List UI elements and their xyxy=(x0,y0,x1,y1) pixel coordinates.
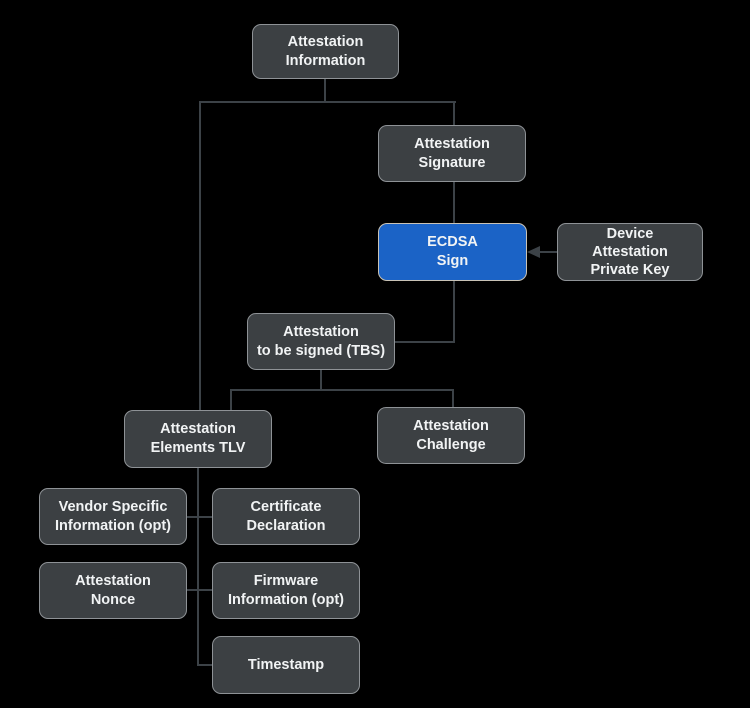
connector-signature-to-ecdsa xyxy=(453,182,455,223)
node-device-attestation-private-key: Device Attestation Private Key xyxy=(557,223,703,281)
connector-info-to-branch xyxy=(324,79,326,102)
node-attestation-to-be-signed: Attestation to be signed (TBS) xyxy=(247,313,395,370)
node-attestation-challenge: Attestation Challenge xyxy=(377,407,525,464)
connector-to-elements-tlv xyxy=(230,390,232,410)
connector-to-challenge xyxy=(452,390,454,407)
node-certificate-declaration: Certificate Declaration xyxy=(212,488,360,545)
connector-to-signature xyxy=(453,101,455,125)
connector-row2-stub xyxy=(187,589,212,591)
node-attestation-elements-tlv: Attestation Elements TLV xyxy=(124,410,272,468)
connector-elements-spine xyxy=(197,468,199,666)
connector-top-branch xyxy=(199,101,456,103)
arrow-left-icon xyxy=(527,246,540,258)
node-attestation-signature: Attestation Signature xyxy=(378,125,526,182)
connector-tbs-bottom xyxy=(320,370,322,390)
connector-row1-stub xyxy=(187,516,212,518)
node-attestation-nonce: Attestation Nonce xyxy=(39,562,187,619)
connector-ecdsa-to-tbs-elbow xyxy=(453,281,455,342)
connector-timestamp-bend xyxy=(197,664,212,666)
connector-private-key-arrow-shaft xyxy=(540,251,557,253)
node-ecdsa-sign: ECDSA Sign xyxy=(378,223,527,281)
connector-left-spine xyxy=(199,101,201,410)
connector-tbs-right xyxy=(395,341,455,343)
node-vendor-specific-information: Vendor Specific Information (opt) xyxy=(39,488,187,545)
connector-tbs-branch xyxy=(230,389,454,391)
node-firmware-information: Firmware Information (opt) xyxy=(212,562,360,619)
node-attestation-information: Attestation Information xyxy=(252,24,399,79)
node-timestamp: Timestamp xyxy=(212,636,360,694)
